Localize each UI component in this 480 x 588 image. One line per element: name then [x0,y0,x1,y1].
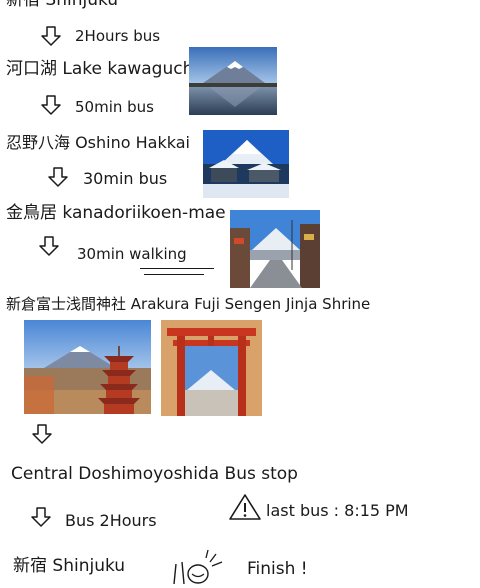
down-arrow-icon [40,94,62,116]
stop-central-doshimoyoshida: Central Doshimoyoshida Bus stop [11,464,298,484]
stop-shinjuku-start: 新宿 Shinjuku [6,0,119,10]
stop-shinjuku-end: 新宿 Shinjuku [13,556,126,576]
leg-duration: 50min bus [75,98,154,116]
leg-duration: Bus 2Hours [65,511,157,530]
oshino-hakkai-photo [203,130,289,198]
down-arrow-icon [30,506,52,528]
kanadorii-street-photo [230,210,320,288]
stop-kanadoriikoen-mae: 金鳥居 kanadoriikoen-mae [6,203,226,223]
torii-gate-photo [161,320,262,416]
leg-duration: 2Hours bus [75,27,161,45]
down-arrow-icon [47,166,69,188]
finish-note: Finish ! [247,559,308,579]
last-bus-note: last bus : 8:15 PM [266,501,409,520]
stop-arakura-shrine: 新倉富士浅間神社 Arakura Fuji Sengen Jinja Shrin… [6,295,371,313]
leg-duration: 30min walking [77,245,187,263]
down-arrow-icon [40,25,62,47]
chureito-pagoda-photo [24,320,151,414]
lake-kawaguchi-photo [189,47,277,115]
leg-duration: 30min bus [83,169,168,188]
stop-lake-kawaguchi: 河口湖 Lake kawaguchi [6,59,199,79]
down-arrow-icon [31,423,53,445]
celebration-doodle-icon [166,549,226,585]
walking-underline [140,268,214,269]
down-arrow-icon [38,235,60,257]
walking-underline [144,274,204,275]
stop-oshino-hakkai: 忍野八海 Oshino Hakkai [6,133,190,152]
warning-icon [228,493,262,521]
